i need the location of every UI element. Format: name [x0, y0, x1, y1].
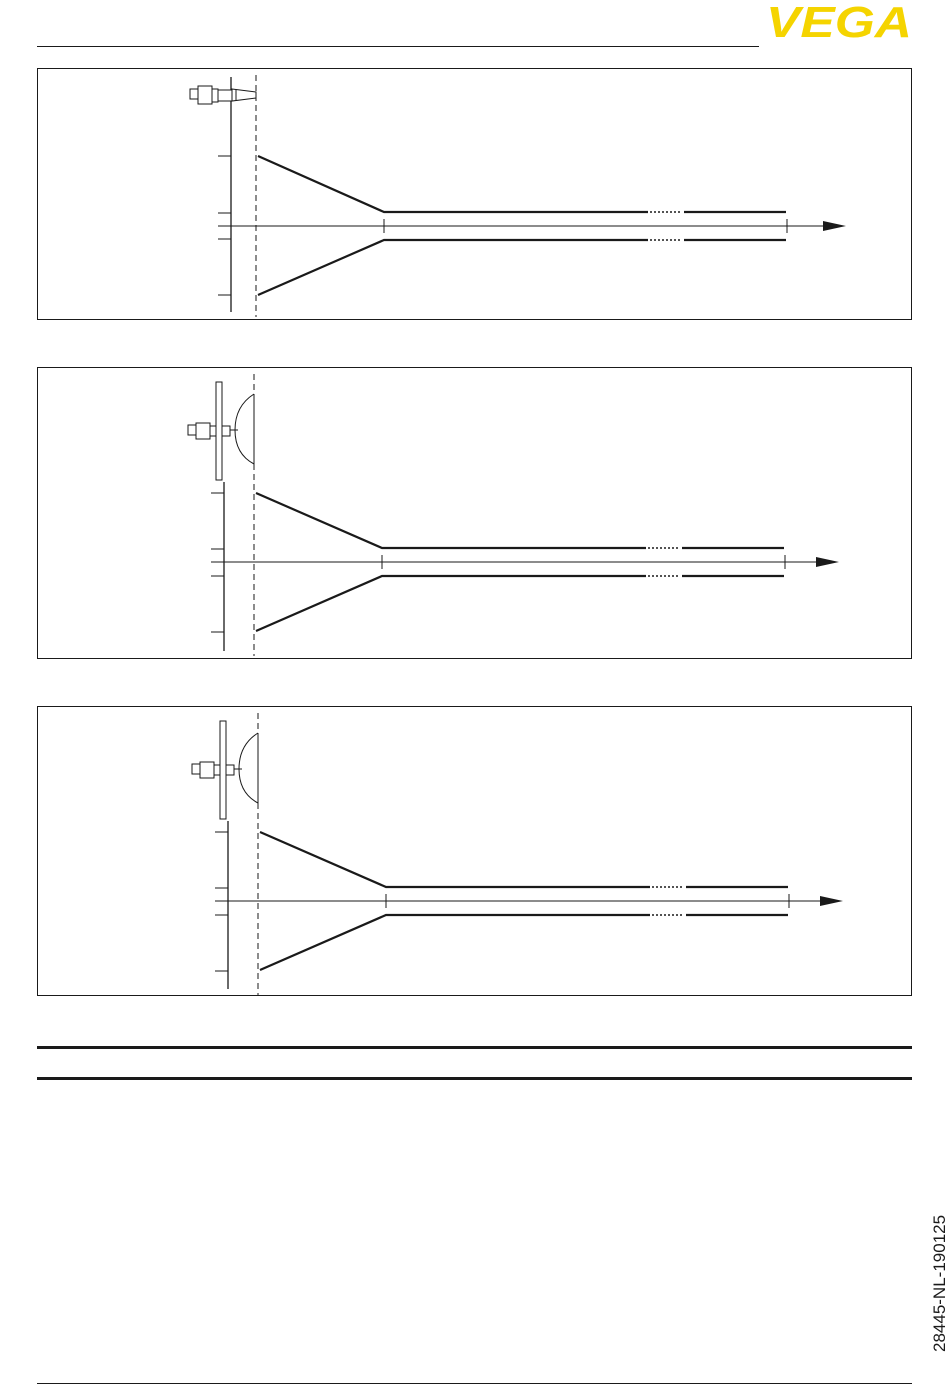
beam-diagram-horn [38, 69, 912, 320]
beam-lower-edge [260, 915, 650, 970]
figure-horn-antenna-panel [37, 68, 912, 320]
beam-upper-edge [258, 156, 648, 212]
figure-parabolic-antenna-panel-1 [37, 367, 912, 659]
figure-parabolic-antenna-panel-2 [37, 706, 912, 996]
beam-lower-edge [258, 240, 648, 295]
arrow-head-icon [823, 221, 846, 231]
section-rule-bottom [37, 1077, 912, 1080]
arrow-head-icon [820, 896, 843, 906]
vega-logo: VEGA [766, 2, 912, 42]
parabolic-antenna-icon [188, 382, 254, 480]
beam-diagram-parabolic-2 [38, 707, 912, 996]
beam-upper-edge [260, 832, 650, 887]
document-number: 28445-NL-190125 [930, 1215, 950, 1352]
beam-lower-edge [256, 576, 646, 631]
parabolic-antenna-icon [192, 721, 258, 819]
section-rule-top [37, 1046, 912, 1049]
horn-antenna-icon [190, 86, 256, 104]
beam-diagram-parabolic-1 [38, 368, 912, 659]
vega-logo-text: VEGA [766, 2, 912, 42]
arrow-head-icon [816, 557, 839, 567]
beam-upper-edge [256, 493, 646, 548]
header-rule [37, 46, 759, 47]
footer-rule [37, 1383, 912, 1384]
